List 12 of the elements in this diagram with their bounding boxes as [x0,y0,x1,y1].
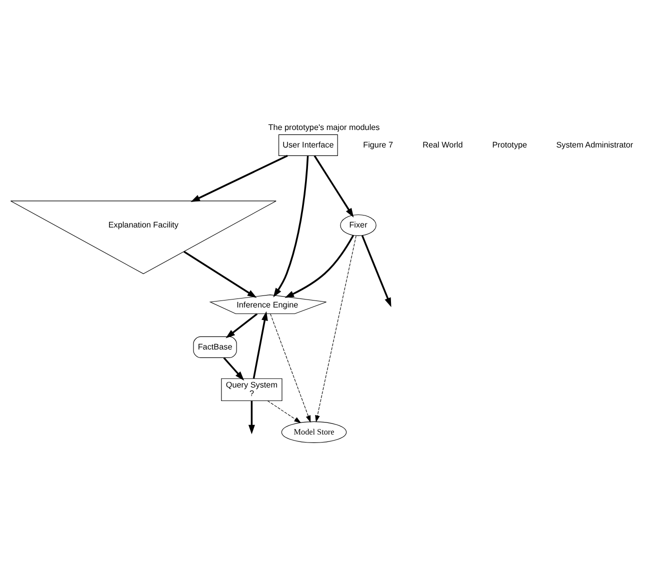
arrow [273,155,309,297]
arrow [190,154,288,202]
arrow [267,400,302,423]
arrow [284,234,354,298]
arrow [226,312,258,338]
node-ellipse: Model Store [281,420,347,442]
arrow [315,234,356,422]
arrow [270,313,311,422]
arrow [223,356,244,380]
arrow [314,154,354,217]
arrow [184,250,257,298]
arrow [252,310,268,378]
